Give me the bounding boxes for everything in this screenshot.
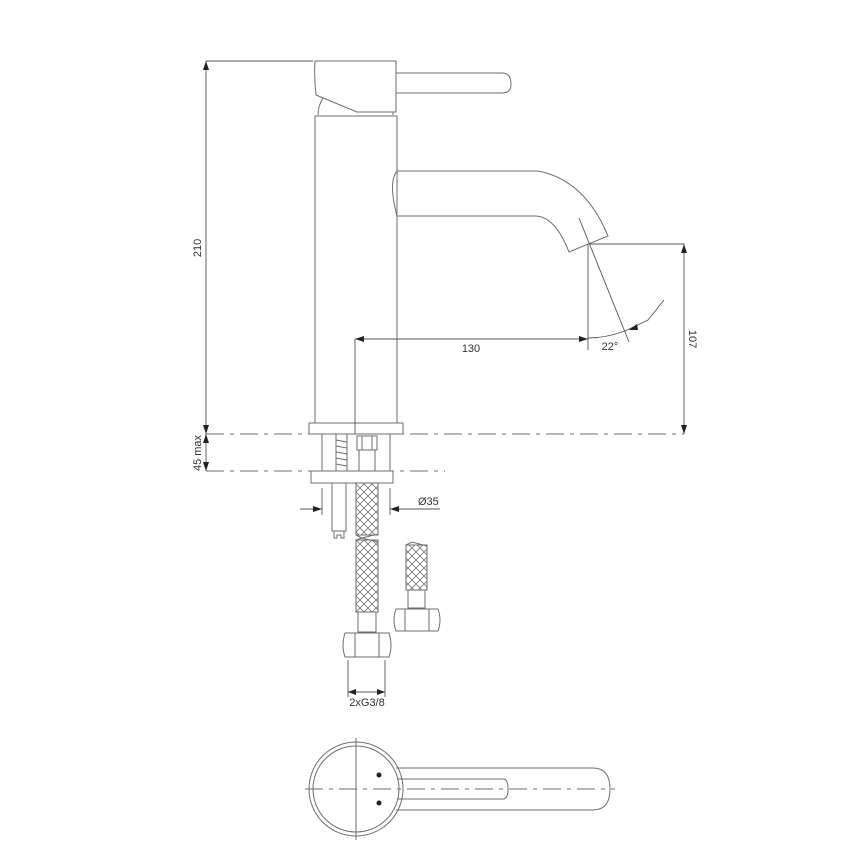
mounting-plate (310, 470, 394, 484)
lever-outline (396, 767, 611, 811)
dimension-mounting-hole: Ø35 (300, 496, 440, 512)
lever-slot (397, 778, 509, 800)
dimension-spout-angle: 22° (578, 217, 665, 353)
countertop-section (206, 433, 684, 472)
dimension-label-22-degrees: 22° (602, 341, 619, 353)
hose-nut-1 (342, 632, 392, 658)
lever-head (314, 60, 397, 113)
base-flange (308, 422, 404, 435)
indicator-dot-hot (376, 772, 382, 778)
dimension-hose-connection: 2xG3/8 (347, 660, 386, 709)
dimension-deck-thickness: 45 max (192, 434, 209, 471)
braided-hose-1 (355, 482, 379, 536)
dimension-label-130: 130 (462, 343, 480, 355)
spout (392, 170, 609, 253)
braided-hose-2 (405, 544, 428, 591)
supply-hoses (342, 482, 441, 658)
hose-nut-2 (393, 608, 441, 632)
dimension-total-height: 210 (192, 60, 313, 434)
dimension-label-2xg3-8: 2xG3/8 (349, 697, 384, 709)
faucet-body (314, 115, 398, 424)
dimension-spout-reach: 130 (354, 244, 589, 434)
faucet-side-view (308, 60, 609, 435)
faucet-top-view (305, 738, 615, 840)
dimension-label-45-max: 45 max (192, 434, 204, 471)
indicator-dot-cold (376, 800, 382, 806)
dimension-label-diameter-35: Ø35 (418, 496, 439, 508)
dimension-spout-height: 107 (590, 243, 698, 434)
mounting-assembly (310, 433, 394, 539)
lever-stick (396, 72, 512, 94)
dimension-label-107: 107 (686, 330, 698, 348)
dimension-label-210: 210 (192, 239, 204, 257)
lever-cap-gap (317, 97, 394, 116)
